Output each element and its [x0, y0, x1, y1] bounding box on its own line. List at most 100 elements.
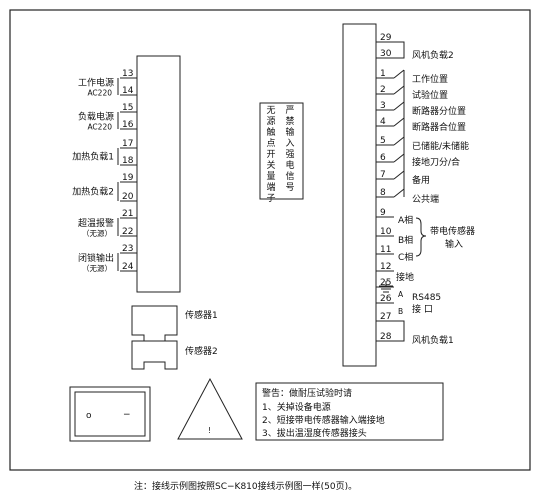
- terminal-number: 1: [380, 69, 386, 79]
- earth-switch-label: 接地刀分/合: [412, 156, 460, 168]
- terminal-number: 2: [380, 85, 386, 95]
- sensor-2-label: 传感器2: [185, 345, 218, 357]
- vertical-char: 触: [266, 126, 275, 138]
- terminal-number: 20: [122, 192, 134, 202]
- vertical-char: 量: [266, 171, 275, 182]
- fan-load-1-label: 风机负载1: [412, 334, 454, 346]
- vertical-char: 信: [285, 170, 294, 182]
- right-terminal-numbers: 293012345678910111225262728: [380, 33, 392, 342]
- terminal-group-label: 工作电源: [78, 77, 114, 89]
- vertical-char: 电: [285, 159, 294, 171]
- warning-title: 警告：做耐压试验时请: [262, 387, 352, 399]
- switch-contact: [393, 117, 405, 127]
- breaker-open-label: 断路器分位置: [412, 105, 466, 117]
- warning-box: [255, 382, 444, 441]
- terminal-number: 13: [122, 69, 133, 79]
- terminal-number: 7: [380, 170, 386, 180]
- terminal-number: 16: [122, 120, 134, 130]
- warning-item: 1、关掉设备电源: [262, 401, 331, 413]
- warning-triangle-mark: !: [208, 426, 211, 435]
- switch-contact: [393, 153, 405, 163]
- warning-triangle-icon: [177, 377, 243, 440]
- terminal-number: 10: [380, 227, 392, 237]
- left-terminal-block: [136, 55, 181, 293]
- terminal-group-sublabel: （无源）: [82, 264, 112, 273]
- fan-load-2-label: 风机负载2: [412, 49, 454, 61]
- terminal-group-label: 加热负载2: [72, 186, 114, 198]
- vertical-char: 无: [266, 105, 275, 116]
- terminal-number: 5: [380, 136, 386, 146]
- vertical-char: 强: [285, 149, 294, 160]
- vertical-char: 开: [266, 149, 275, 160]
- switch-contact: [393, 85, 405, 95]
- vertical-char: 禁: [285, 116, 294, 127]
- ground-label: 接地: [396, 271, 414, 283]
- terminal-group-label: 闭锁输出: [78, 252, 114, 264]
- terminal-group-sublabel: AC220: [87, 89, 112, 98]
- common-label: 公共端: [412, 193, 439, 205]
- terminal-number: 30: [380, 49, 392, 59]
- vertical-char: 源: [266, 116, 275, 127]
- footnote: 注：接线示例图按照SC−K810接线示例图一样(50页)。: [134, 480, 357, 492]
- switch-contact: [393, 170, 405, 180]
- vertical-char: 子: [266, 193, 275, 204]
- vertical-char: 输: [285, 126, 294, 138]
- terminal-group-label: 加热负载1: [72, 151, 114, 163]
- vertical-char: 端: [266, 181, 275, 193]
- sensor-1-label: 传感器1: [185, 309, 218, 321]
- terminal-number: 6: [380, 153, 386, 163]
- terminal-group-label: 超温报警: [78, 217, 114, 229]
- terminal-number: 22: [122, 227, 133, 237]
- live-sensor-input-label-2: 输入: [445, 238, 463, 250]
- phase-c-label: C相: [398, 251, 413, 263]
- left-terminal-labels: 工作电源AC220负载电源AC220加热负载1加热负载2超温报警（无源）闭锁输出…: [72, 77, 114, 274]
- rs485-b-label: B: [398, 307, 403, 316]
- warning-item: 2、短接带电传感器输入端接地: [262, 414, 385, 426]
- vertical-char: 严: [285, 105, 294, 116]
- fan-load-1-bracket: [394, 320, 405, 342]
- vertical-char: 点: [266, 138, 275, 149]
- test-position-label: 试验位置: [412, 89, 448, 101]
- switch-contact: [393, 136, 405, 146]
- terminal-number: 4: [380, 117, 386, 127]
- rs485-a-label: A: [398, 290, 404, 299]
- switch-off-mark: o: [86, 411, 92, 421]
- device-outline: [9, 9, 531, 471]
- terminal-number: 24: [122, 262, 134, 272]
- sensor-1-connector: [131, 305, 178, 342]
- phase-a-label: A相: [398, 214, 413, 226]
- terminal-number: 23: [122, 244, 133, 254]
- terminal-number: 11: [380, 245, 391, 255]
- breaker-close-label: 断路器合位置: [412, 121, 466, 133]
- terminal-number: 14: [122, 86, 134, 96]
- right-terminal-wires: [376, 41, 405, 342]
- terminal-number: 26: [380, 294, 392, 304]
- interface-label: 接 口: [412, 303, 433, 315]
- fan-load-2-bracket: [394, 41, 405, 59]
- sensor-2-connector: [131, 340, 178, 370]
- terminal-number: 27: [380, 312, 391, 322]
- live-sensor-input-label: 带电传感器: [430, 225, 475, 237]
- terminal-group-sublabel: （无源）: [82, 229, 112, 238]
- terminal-number: 17: [122, 139, 133, 149]
- terminal-number: 19: [122, 173, 134, 183]
- ground-symbol: [379, 281, 393, 293]
- switch-on-mark: −: [123, 410, 131, 420]
- passive-contact-note-box: [259, 102, 304, 200]
- terminal-number: 21: [122, 209, 133, 219]
- left-terminal-wires: [117, 77, 137, 272]
- terminal-number: 8: [380, 188, 386, 198]
- terminal-number: 12: [380, 262, 391, 272]
- switch-contact: [393, 188, 405, 198]
- rs485-label: RS485: [412, 293, 441, 303]
- work-position-label: 工作位置: [412, 73, 448, 85]
- warning-item: 3、拔出温湿度传感器接头: [262, 427, 367, 439]
- terminal-group-label: 负载电源: [78, 111, 114, 123]
- switch-contact: [393, 69, 405, 79]
- terminal-number: 15: [122, 103, 133, 113]
- power-switch-frame: [69, 386, 151, 442]
- phase-b-label: B相: [398, 234, 413, 246]
